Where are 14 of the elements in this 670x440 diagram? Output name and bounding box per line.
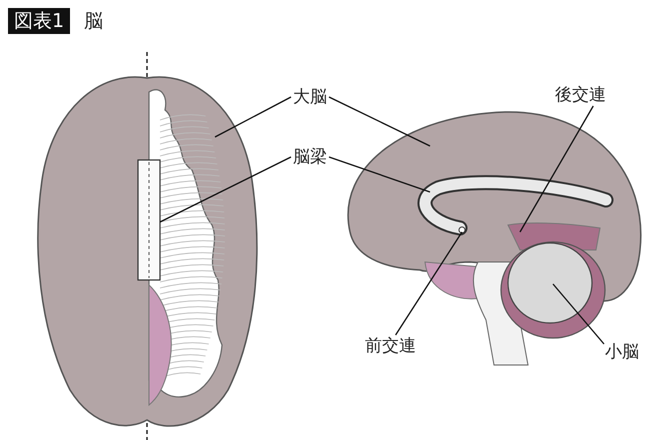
leader-line (328, 96, 430, 147)
leader-line (214, 96, 292, 138)
leader-line (395, 232, 463, 336)
part-label: 前交連 (365, 336, 416, 356)
leader-line (328, 156, 430, 193)
part-label: 脳梁 (293, 147, 327, 167)
title: 脳 (84, 9, 103, 34)
leader-line (552, 284, 604, 344)
part-label: 後交連 (555, 85, 606, 105)
leader-line (160, 156, 292, 223)
part-label: 小脳 (605, 342, 639, 362)
figure-number-badge: 図表1 (8, 8, 70, 34)
part-label: 大脳 (293, 87, 327, 107)
leader-line (519, 106, 594, 232)
